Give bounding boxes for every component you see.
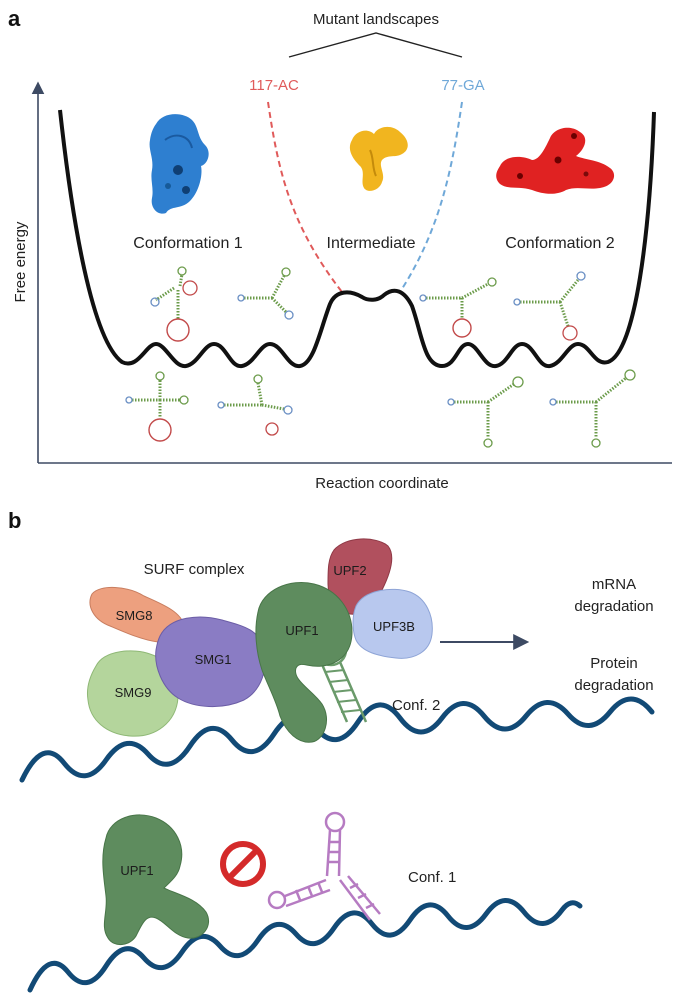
upf1-protein: UPF1 [255, 582, 353, 743]
outcome-mrna-line2: degradation [574, 598, 653, 615]
upf1-label: UPF1 [285, 623, 318, 638]
upf1-lower-protein: UPF1 [102, 814, 210, 945]
rna-structure-icon [513, 271, 586, 341]
mrna-strand-lower [27, 898, 583, 993]
mutant-label-77-ga: 77-GA [441, 77, 484, 94]
smg9-protein: SMG9 [87, 650, 179, 737]
mutant-curve-117-ac [267, 101, 343, 293]
mutant-label-117-ac: 117-AC [249, 77, 299, 94]
upf1-lower-label: UPF1 [120, 863, 153, 878]
conf2-label: Conf. 2 [392, 697, 440, 714]
rna-structure-icon [419, 277, 497, 338]
rna-structure-icon [125, 371, 189, 442]
panel-a-letter: a [8, 6, 21, 31]
mutant-landscapes-header: Mutant landscapes [313, 11, 439, 28]
outcome-protein-line1: Protein [590, 655, 638, 672]
smg9-label: SMG9 [115, 685, 152, 700]
blocked-icon [220, 841, 266, 887]
upf3b-protein: UPF3B [352, 588, 433, 659]
smg1-label: SMG1 [195, 652, 232, 667]
x-axis-label: Reaction coordinate [315, 475, 448, 492]
smg1-protein: SMG1 [155, 616, 266, 708]
outcome-mrna-line1: mRNA [592, 576, 636, 593]
rna-structure-icon [237, 267, 294, 320]
intermediate-label: Intermediate [327, 235, 416, 252]
y-axis-label: Free energy [12, 221, 29, 302]
rna-structure-icon [217, 374, 293, 436]
header-bracket [288, 32, 463, 58]
panel-b-letter: b [8, 508, 21, 533]
smg8-protein: SMG8 [89, 587, 185, 643]
surf-complex-label: SURF complex [144, 561, 245, 578]
conformation-1-structure [267, 811, 381, 921]
mutant-curve-77-ga [399, 101, 463, 293]
upf3b-label: UPF3B [373, 619, 415, 634]
rna-structure-icon [447, 376, 524, 448]
energy-landscape-curve [58, 109, 656, 368]
outcome-protein-line2: degradation [574, 677, 653, 694]
rna-structure-icon [549, 369, 636, 448]
conformation-2-label: Conformation 2 [505, 235, 614, 252]
conformation-1-density [149, 114, 209, 214]
upf2-label: UPF2 [333, 563, 366, 578]
mrna-strand-upper [19, 696, 655, 783]
smg8-label: SMG8 [116, 608, 153, 623]
conf1-label: Conf. 1 [408, 869, 456, 886]
conformation-1-label: Conformation 1 [133, 235, 242, 252]
rna-structure-icon [150, 266, 198, 342]
conformation-2-density [496, 127, 615, 194]
intermediate-density [349, 126, 408, 191]
